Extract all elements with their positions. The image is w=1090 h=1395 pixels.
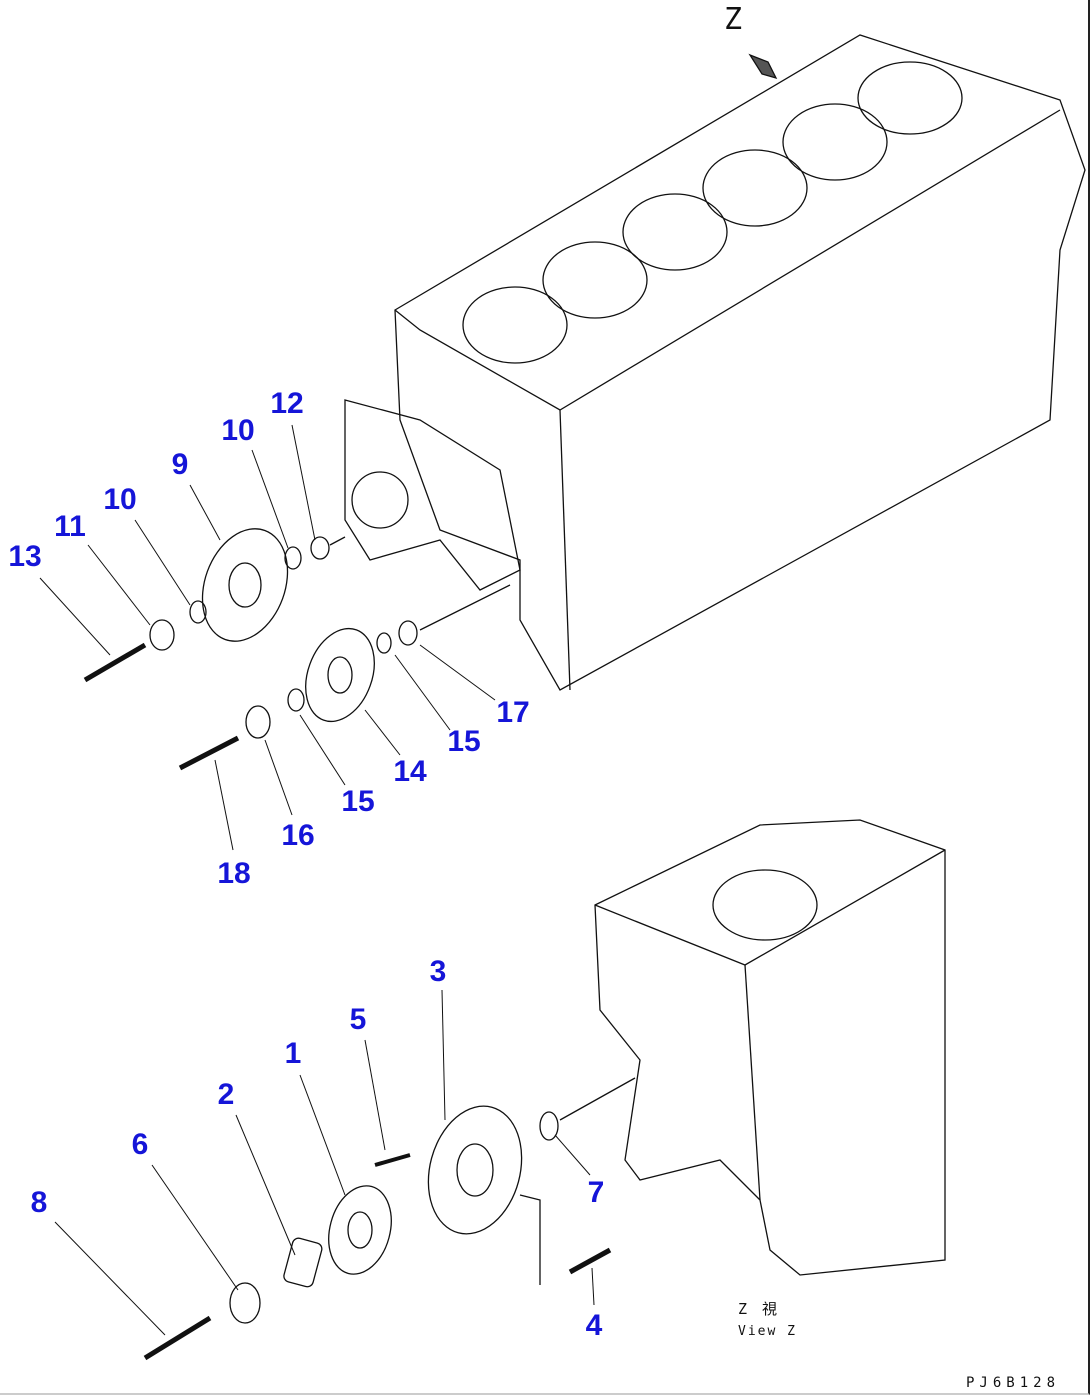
callout-15: 15: [447, 725, 481, 758]
cylinder-bores: [462, 61, 963, 364]
callout-17: 17: [496, 696, 530, 729]
callout-11: 11: [54, 510, 86, 543]
cylinder-block-lower: [594, 819, 946, 1276]
gear-14: [305, 627, 375, 723]
callout-13: 13: [8, 540, 42, 573]
callout-10: 10: [221, 414, 255, 447]
leader-lines-upper: [39, 424, 496, 851]
callout-6: 6: [131, 1128, 149, 1161]
callout-9: 9: [171, 448, 189, 481]
callout-16: 16: [281, 819, 315, 852]
callout-4: 4: [585, 1309, 603, 1342]
callout-2: 2: [217, 1078, 235, 1111]
callout-1: 1: [284, 1037, 302, 1070]
callout-10: 10: [103, 483, 137, 516]
callout-15: 15: [341, 785, 375, 818]
view-caption-english: View Z: [738, 1324, 797, 1339]
callout-14: 14: [393, 755, 427, 788]
gear-3: [427, 1105, 523, 1235]
idler-gear-9: [201, 528, 289, 642]
callout-8: 8: [30, 1186, 48, 1219]
gear-1: [328, 1185, 392, 1275]
view-caption-kanji: Z 視: [738, 1300, 778, 1318]
callout-5: 5: [349, 1003, 367, 1036]
cylinder-block-upper: [344, 34, 1086, 691]
view-z-marker: Z: [724, 2, 743, 37]
drawing-code: PJ6B128: [966, 1375, 1061, 1391]
callout-3: 3: [429, 955, 447, 988]
leader-lines-lower: [54, 989, 595, 1336]
callout-18: 18: [217, 857, 251, 890]
callout-12: 12: [270, 387, 304, 420]
view-z-arrow-icon: [748, 53, 778, 80]
callout-7: 7: [587, 1176, 605, 1209]
